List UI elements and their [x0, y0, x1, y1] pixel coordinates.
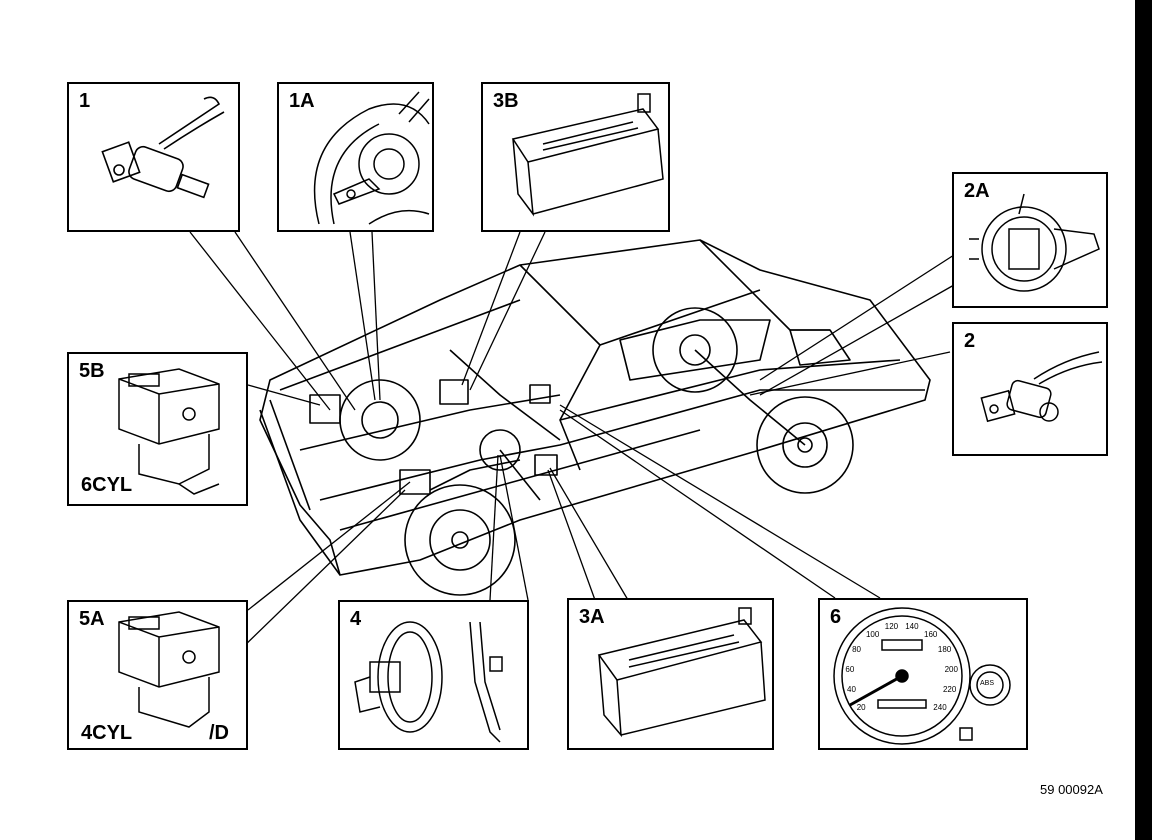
- speed-tick-label: 160: [924, 630, 938, 640]
- panel-2a: 2A: [952, 172, 1108, 308]
- abs-warning-lamp-label: ABS: [980, 680, 995, 687]
- panel-label: 6: [830, 606, 842, 628]
- variant-label: 4CYL: [81, 722, 133, 744]
- speed-tick-label: 220: [942, 685, 957, 695]
- speed-tick-label: 100: [865, 630, 880, 640]
- panel-3a: 3A: [567, 598, 774, 750]
- control-module-drawing: [511, 93, 664, 217]
- variant-label: 6CYL: [81, 474, 133, 496]
- hydraulic-unit-6cyl-drawing: [118, 368, 220, 495]
- panel-label: 1A: [289, 90, 315, 112]
- panel-label: 4: [350, 608, 362, 630]
- panel-label: 5B: [79, 360, 105, 382]
- panel-4: 4: [338, 600, 529, 750]
- panel-label: 5A: [79, 608, 105, 630]
- speed-tick-label: 120: [884, 622, 899, 632]
- rear-speed-sensor-drawing: [980, 351, 1103, 423]
- panel-1: 1: [67, 82, 240, 232]
- panel-label: 2A: [964, 180, 990, 202]
- rear-sensor-drawing: [969, 193, 1100, 292]
- variant-suffix-label: /D: [209, 722, 229, 744]
- panel-label: 3B: [493, 90, 519, 112]
- speed-tick-label: 60: [845, 664, 855, 674]
- panel-1a: 1A: [277, 82, 434, 232]
- wheel-speed-sensor-drawing: [101, 96, 225, 199]
- sensor-at-hub-drawing: [313, 91, 430, 225]
- speed-tick-label: 200: [944, 664, 958, 674]
- scan-border-bar: [1135, 0, 1152, 840]
- speed-tick-label: 140: [905, 622, 919, 632]
- brake-booster-drawing: [354, 621, 503, 743]
- document-code: 59 00092A: [1040, 782, 1103, 797]
- panel-5b: 5B 6CYL: [67, 352, 248, 506]
- panel-label: 2: [964, 330, 976, 352]
- speed-tick-label: 80: [852, 645, 861, 655]
- speed-tick-label: 20: [856, 703, 866, 713]
- control-module-drawing: [597, 607, 766, 738]
- panel-3b: 3B: [481, 82, 670, 232]
- speed-tick-label: 240: [933, 703, 947, 713]
- panel-label: 1: [79, 90, 91, 112]
- speedometer-drawing: [833, 607, 1011, 745]
- hydraulic-unit-4cyl-drawing: [118, 611, 220, 728]
- panel-5a: 5A 4CYL /D: [67, 600, 248, 750]
- speed-tick-label: 40: [847, 685, 856, 695]
- speed-tick-label: 180: [937, 645, 952, 655]
- panel-label: 3A: [579, 606, 605, 628]
- panel-2: 2: [952, 322, 1108, 456]
